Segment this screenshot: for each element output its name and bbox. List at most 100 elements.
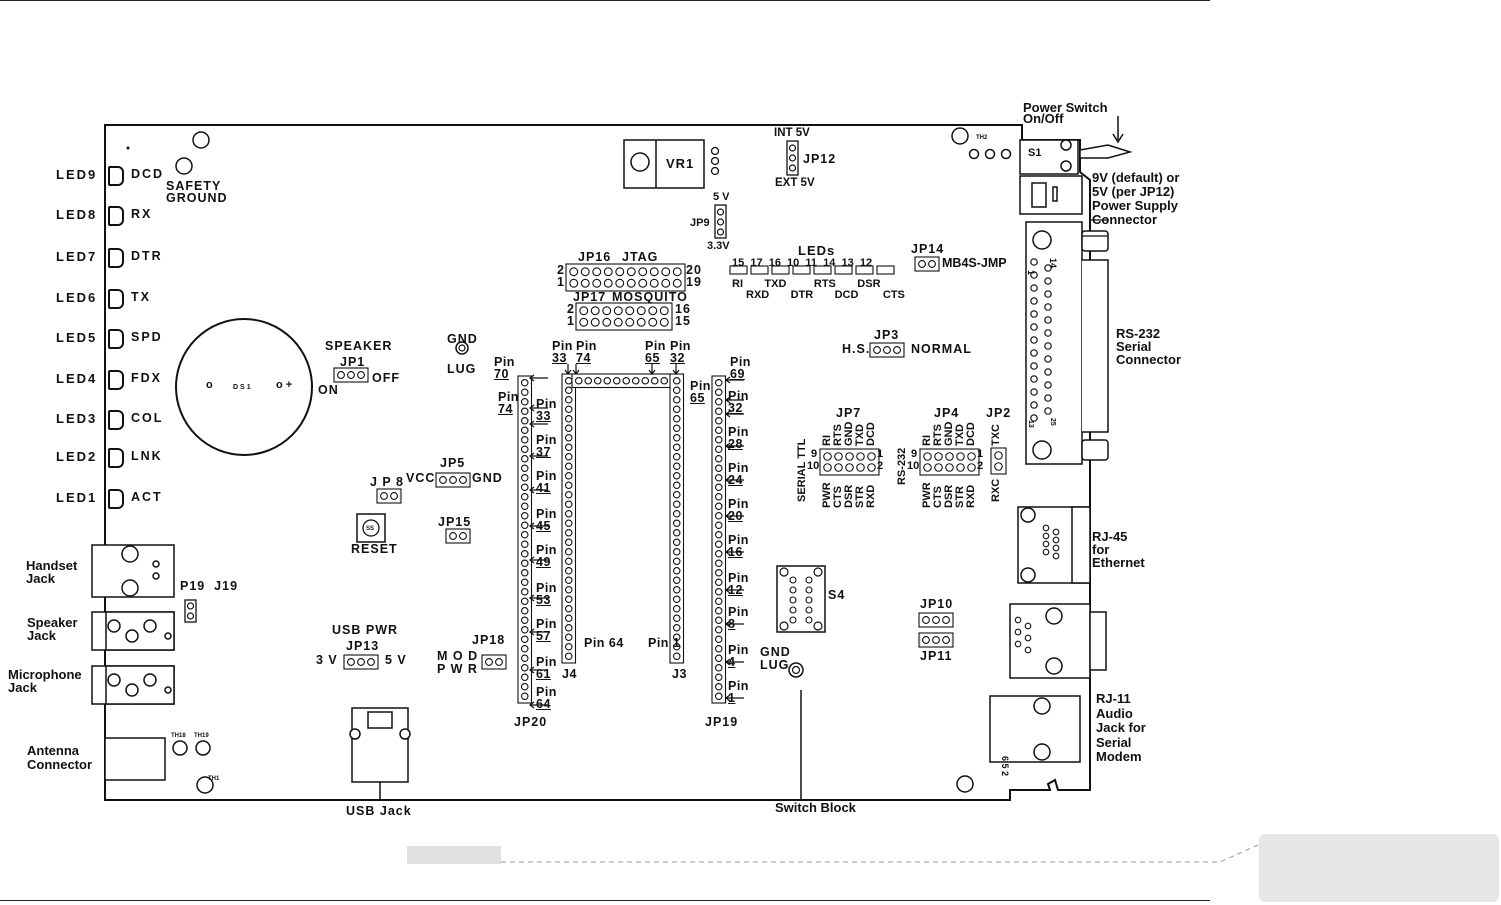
pin [714,663,723,672]
pin [603,267,613,277]
pin [672,395,681,404]
mount-hole [196,776,214,794]
pin [564,386,573,395]
pin [714,682,723,691]
pin [893,346,901,354]
th19-label: TH19 [194,733,209,739]
pin [638,267,648,277]
pin [672,642,681,651]
pin-arrow [725,620,744,628]
pin-arrow [529,628,548,636]
pin [672,538,681,547]
pin [714,587,723,596]
pin [564,519,573,528]
pin [942,616,950,624]
ds1-speaker [175,318,313,456]
led-ref-label: LED8 [56,207,98,222]
pin [834,452,843,461]
jp5-gnd: GND [472,471,503,485]
pin [1030,310,1038,318]
led-ref-label: LED1 [56,490,98,505]
pin [805,576,813,584]
pin [672,481,681,490]
pin [584,376,593,385]
pin [928,260,936,268]
pin [672,652,681,661]
pin [337,371,345,379]
pin [672,433,681,442]
pin [564,547,573,556]
pin [714,549,723,558]
pin [648,306,658,316]
pin-number: 10 [807,460,820,472]
pin-arrow [725,694,744,702]
pin [1030,284,1038,292]
pin [1024,634,1032,642]
pin [459,476,467,484]
jp3-label: JP3 [874,328,900,342]
pin [856,463,865,472]
pin [612,376,621,385]
pin [622,376,631,385]
reset-label[interactable]: RESET [351,542,398,556]
pin [564,405,573,414]
pin [569,267,579,277]
rj11-pin-numbers: 6 5 2 [1000,756,1010,777]
pin-number: 2 [977,460,984,472]
leds-numbers: 15 17 16 10 11 14 13 12 [732,257,873,269]
pin [942,636,950,644]
mount-hole [195,740,211,756]
pin [672,405,681,414]
pin [918,260,926,268]
jp14-label: JP14 [911,242,945,256]
jp5-label: JP5 [440,456,466,470]
pin [714,435,723,444]
pin [520,587,529,596]
pin [520,483,529,492]
jp16-l-bot: 1 [557,275,565,289]
pin [439,476,447,484]
led-icon [108,166,124,186]
reset-mark: SS [366,526,375,532]
pin [449,532,457,540]
pin [564,604,573,613]
pin [520,635,529,644]
jp9-bottom: 3.3V [707,240,730,252]
pin [934,463,943,472]
pin-arrow [529,420,548,428]
pin [613,306,623,316]
pin [714,397,723,406]
pin [485,658,493,666]
led-icon [108,329,124,349]
pin [672,376,681,385]
pin [564,614,573,623]
leds-row1: RI TXD RTS DSR [732,278,881,290]
pin-arrow [725,586,744,594]
pin [1030,349,1038,357]
db25-pin13: 13 [1027,420,1034,428]
pin [661,278,671,288]
pin [520,673,529,682]
jp16-label: JP16 [578,250,612,264]
pin [592,278,602,288]
pin [672,566,681,575]
jp13-5v: 5 V [385,653,407,667]
jp8-label: J P 8 [370,475,404,489]
jp19-header [711,375,727,704]
led-ref-label: LED4 [56,371,98,386]
pin [823,463,832,472]
pin [672,424,681,433]
pin [956,463,965,472]
pin [1052,544,1060,552]
pin [1044,381,1052,389]
